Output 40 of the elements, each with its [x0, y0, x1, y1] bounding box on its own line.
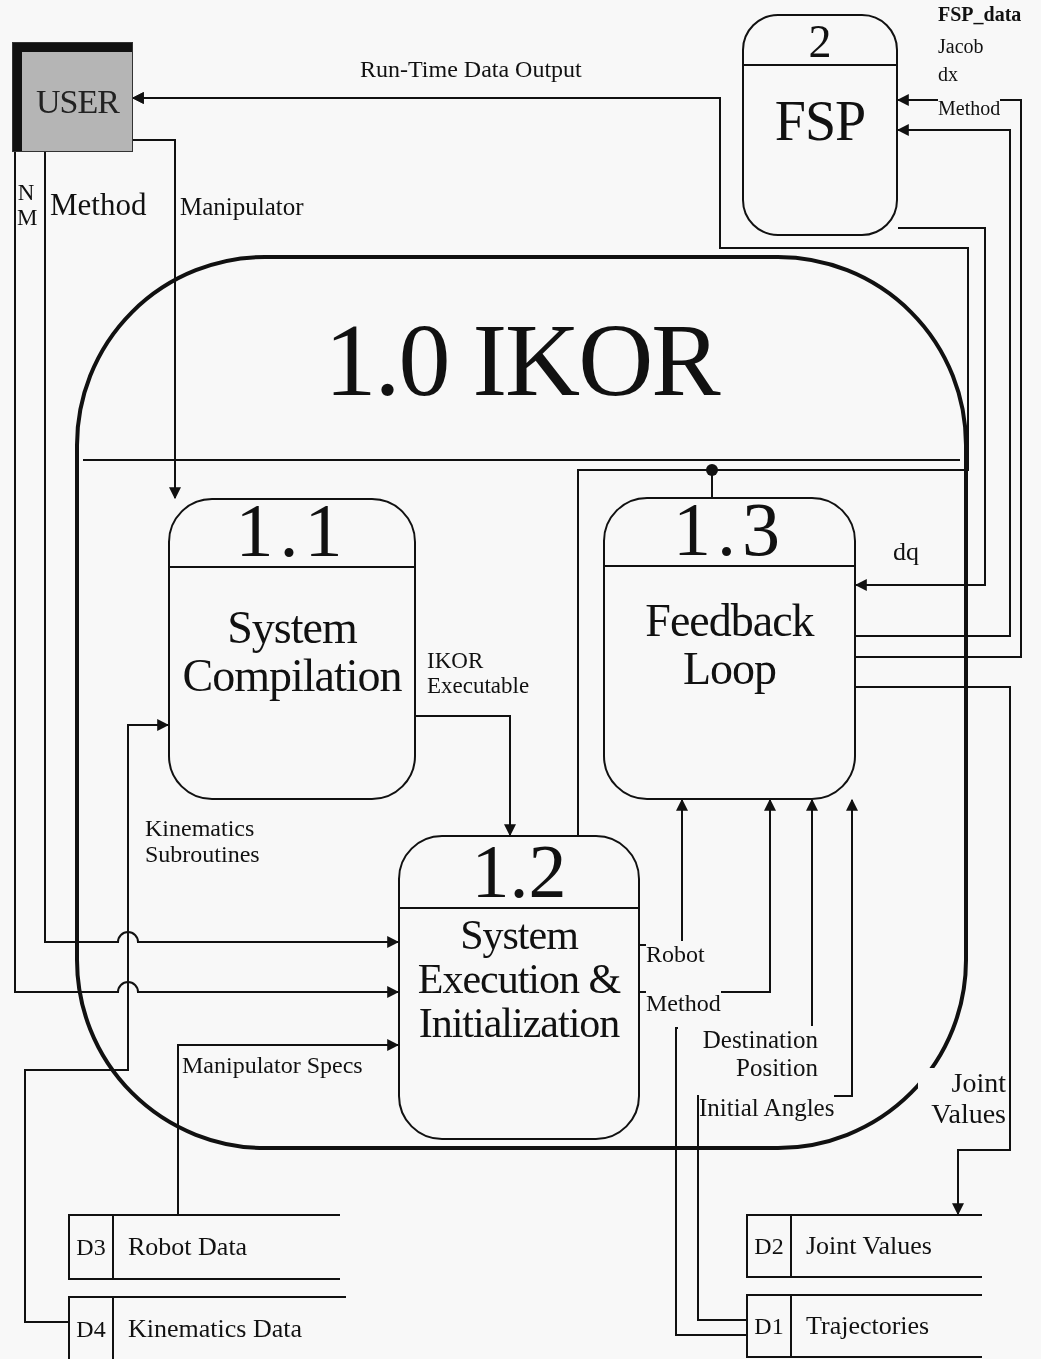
process-name: Feedback Loop: [644, 597, 816, 694]
data-store: [68, 1214, 340, 1280]
store-name: Kinematics Data: [127, 1314, 302, 1344]
process-number: 1.2: [471, 834, 567, 907]
flow-arrow: [855, 686, 1011, 1216]
store-name: Trajectories: [805, 1311, 930, 1341]
flow-arrow: [132, 139, 181, 500]
data-store: [68, 1296, 346, 1359]
store-id: D4: [70, 1298, 114, 1359]
external-entity-box: [12, 42, 133, 152]
process-box: [168, 498, 416, 800]
process-box: [742, 14, 898, 236]
data-store: [746, 1294, 982, 1358]
flow-arrow: [177, 1039, 400, 1215]
edge-label: Initial Angles: [699, 1094, 835, 1122]
flow-arrow: [24, 719, 170, 1323]
process-number: 1.1: [235, 493, 349, 566]
process-name: FSP: [773, 92, 867, 151]
flow-label: Jacob: [938, 36, 984, 56]
process-title: 1.0 IKOR: [324, 300, 719, 419]
flow-label: dx: [938, 64, 958, 84]
process-name: System Compilation: [181, 604, 403, 701]
store-id: D1: [748, 1296, 792, 1356]
flow-arrow: [415, 715, 516, 837]
process-number: 2: [808, 20, 832, 64]
flow-arrow: [855, 94, 1022, 658]
process-number: 1.3: [673, 492, 786, 565]
process-name: System Execution & Initialization: [416, 913, 622, 1046]
flow-label: Method: [938, 98, 1001, 118]
process-box: [603, 497, 856, 800]
flow-label: FSP_data: [938, 4, 1022, 24]
flow-arrow: [854, 227, 986, 591]
flow-arrow: [855, 124, 1011, 637]
store-id: D3: [70, 1216, 114, 1278]
store-name: Robot Data: [127, 1232, 248, 1262]
store-id: D2: [748, 1216, 792, 1276]
store-name: Joint Values: [805, 1231, 932, 1261]
data-store: [746, 1214, 982, 1278]
process-box: [398, 835, 640, 1140]
entity-name: USER: [36, 83, 119, 121]
